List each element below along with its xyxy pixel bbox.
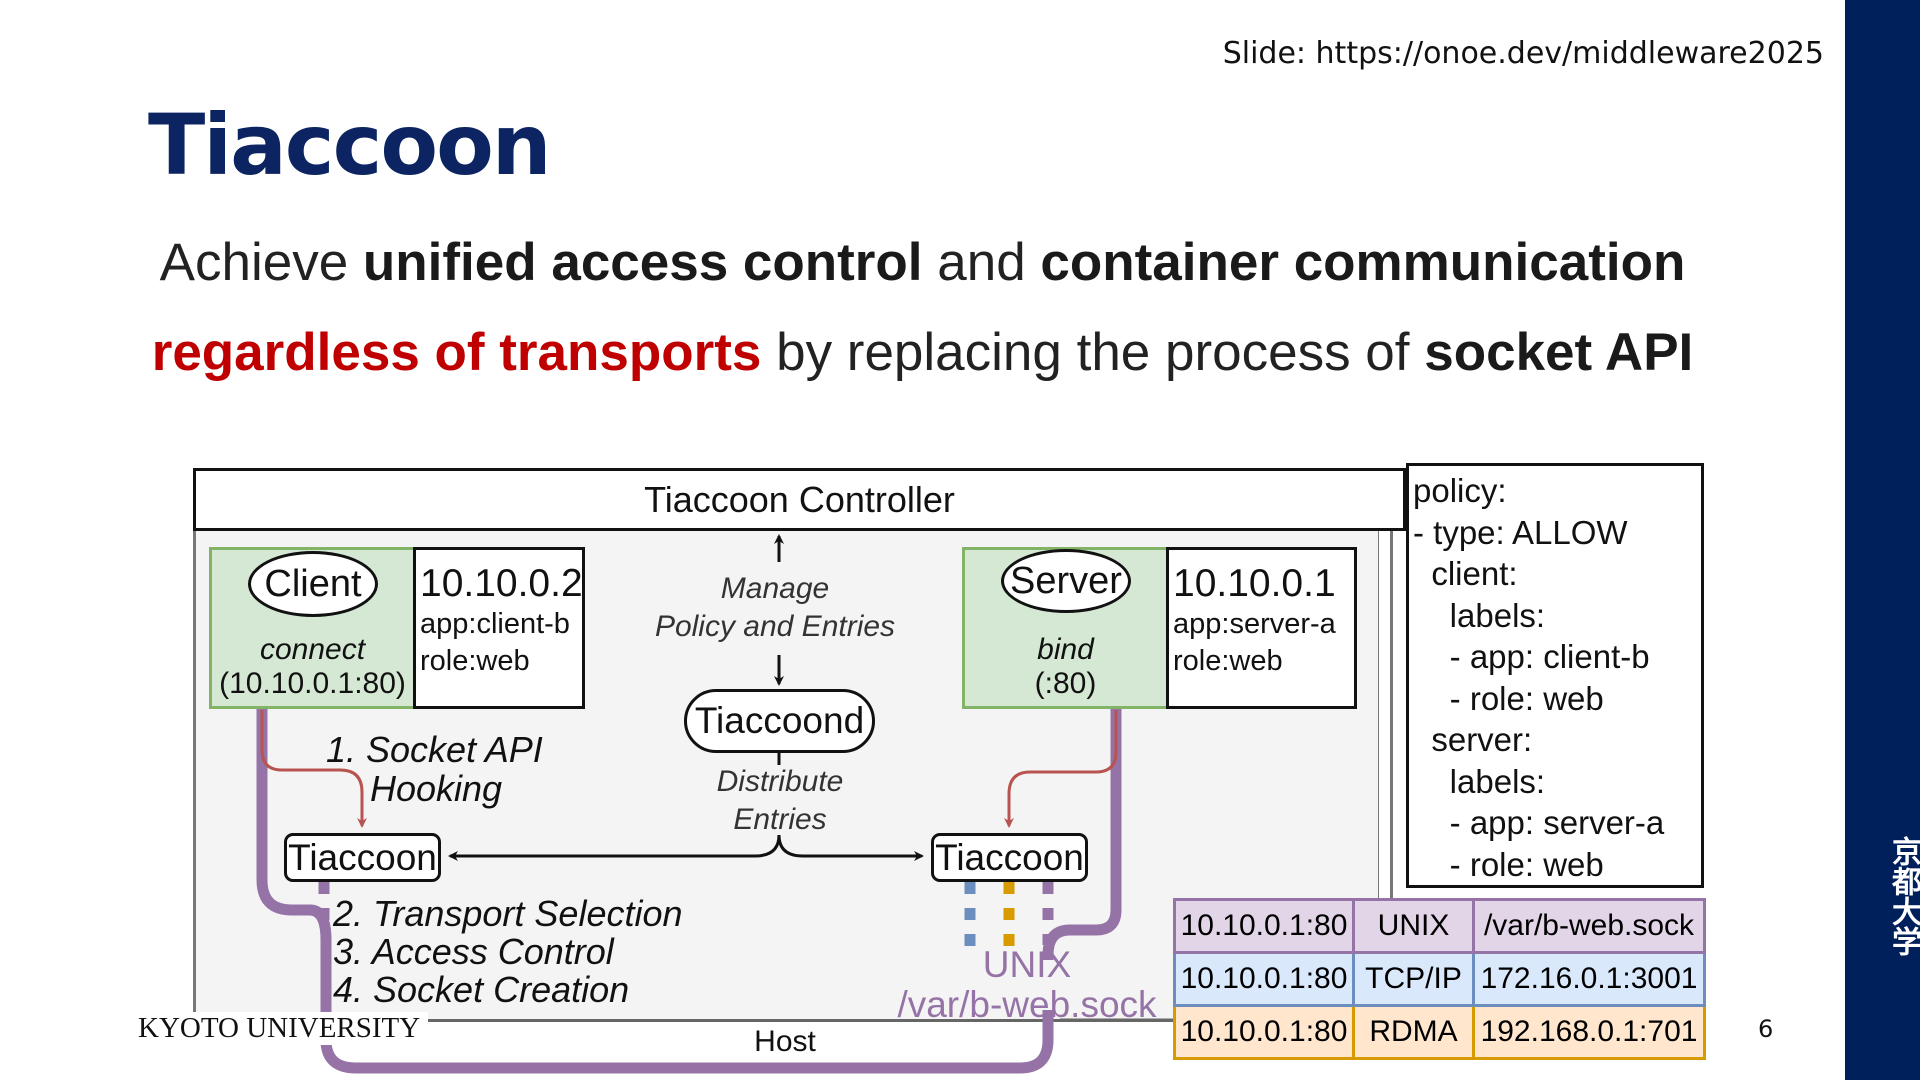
- server-label-app: app:server-a: [1173, 608, 1336, 640]
- step-1-line-2: Hooking: [370, 768, 503, 809]
- sidebar-band: [1845, 0, 1920, 1080]
- step-2-label: 2. Transport Selection: [333, 893, 683, 934]
- subtitle-segment: Achieve: [159, 233, 363, 292]
- unix-path-client: [256, 708, 1054, 1074]
- step-1-label: 1. Socket API Hooking: [326, 730, 543, 808]
- client-label-role: role:web: [420, 645, 530, 677]
- client-ellipse: Client: [248, 551, 378, 617]
- policy-line: - app: server-a: [1413, 804, 1665, 841]
- policy-line: - app: client-b: [1413, 638, 1650, 675]
- subtitle-line-2: regardless of transports by replacing th…: [0, 322, 1845, 383]
- step-4-label: 4. Socket Creation: [333, 969, 630, 1010]
- tiaccoon-node-server: Tiaccoon: [931, 833, 1088, 882]
- server-label-box: 10.10.0.1 app:server-a role:web: [1166, 547, 1357, 709]
- unix-socket-label: UNIX /var/b-web.sock: [892, 945, 1162, 1025]
- server-action-target: (:80): [1034, 667, 1097, 700]
- tiaccoon-node-client: Tiaccoon: [284, 833, 441, 882]
- slide-title: Tiaccoon: [148, 96, 552, 194]
- step-3-label: 3. Access Control: [333, 931, 614, 972]
- subtitle-segment: regardless of transports: [151, 323, 762, 382]
- client-label-app: app:client-b: [420, 608, 570, 640]
- subtitle-segment: by replacing the process of: [761, 323, 1425, 382]
- distribute-arrow-right: [777, 834, 924, 861]
- client-label-box: 10.10.0.2 app:client-b role:web: [413, 547, 585, 709]
- entry-endpoint: 192.168.0.1:701: [1472, 1004, 1706, 1060]
- subtitle-segment: and: [922, 233, 1041, 292]
- host-panel-stack-1: [1390, 531, 1410, 901]
- client-action: connect (10.10.0.1:80): [209, 633, 416, 701]
- policy-box: policy: - type: ALLOW client: labels: - a…: [1406, 463, 1704, 888]
- policy-line: - role: web: [1413, 845, 1604, 883]
- server-label-role: role:web: [1173, 645, 1283, 677]
- distribute-label-line-2: Entries: [733, 803, 827, 836]
- manage-label-line-1: Manage: [720, 572, 830, 605]
- policy-line: - type: ALLOW: [1413, 513, 1628, 551]
- distribute-label: Distribute Entries: [680, 763, 880, 839]
- policy-line: - role: web: [1413, 679, 1604, 717]
- tiaccoon-controller: Tiaccoon Controller: [193, 468, 1406, 531]
- policy-line: labels:: [1413, 596, 1546, 634]
- slide-url: Slide: https://onoe.dev/middleware2025: [1222, 36, 1824, 71]
- hook-arrow-left: [260, 710, 367, 828]
- client-action-verb: connect: [259, 633, 366, 666]
- entry-address: 10.10.0.1:80: [1173, 1004, 1355, 1060]
- server-ip: 10.10.0.1: [1173, 562, 1336, 605]
- step-1-line-1: 1. Socket API: [326, 729, 543, 770]
- manage-label-line-2: Policy and Entries: [654, 610, 896, 643]
- server-ellipse: Server: [1001, 549, 1131, 613]
- entry-transport: UNIX: [1352, 898, 1475, 954]
- policy-line: labels:: [1413, 762, 1546, 800]
- tiaccoond-node: Tiaccoond: [684, 689, 875, 753]
- manage-label: Manage Policy and Entries: [630, 570, 920, 646]
- hook-arrow-right: [1004, 710, 1118, 828]
- page-number: 6: [1758, 1015, 1774, 1043]
- client-action-target: (10.10.0.1:80): [219, 667, 406, 700]
- university-name: KYOTO UNIVERSITY: [138, 1012, 429, 1045]
- entry-transport: RDMA: [1352, 1004, 1475, 1060]
- host-label: Host: [754, 1025, 816, 1058]
- policy-line: client:: [1413, 555, 1518, 592]
- entry-endpoint: /var/b-web.sock: [1472, 898, 1706, 954]
- policy-line: policy:: [1413, 472, 1507, 509]
- university-logo-kanji: 京都大学: [1886, 836, 1920, 956]
- entry-address: 10.10.0.1:80: [1173, 951, 1355, 1007]
- server-action: bind (:80): [962, 633, 1169, 701]
- client-ip: 10.10.0.2: [420, 562, 583, 605]
- subtitle-segment: unified access control: [362, 233, 923, 292]
- subtitle-line-1: Achieve unified access control and conta…: [0, 232, 1845, 293]
- policy-line: server:: [1413, 721, 1533, 758]
- unix-label-line-2: /var/b-web.sock: [897, 984, 1157, 1025]
- entry-transport: TCP/IP: [1352, 951, 1475, 1007]
- entry-endpoint: 172.16.0.1:3001: [1472, 951, 1706, 1007]
- subtitle-segment: container communication: [1040, 233, 1686, 292]
- distribute-label-line-1: Distribute: [716, 765, 844, 798]
- subtitle-segment: socket API: [1424, 323, 1694, 382]
- entry-address: 10.10.0.1:80: [1173, 898, 1355, 954]
- steps-list: 2. Transport Selection 3. Access Control…: [333, 895, 683, 1009]
- server-action-verb: bind: [1037, 633, 1094, 666]
- unix-label-line-1: UNIX: [982, 944, 1072, 985]
